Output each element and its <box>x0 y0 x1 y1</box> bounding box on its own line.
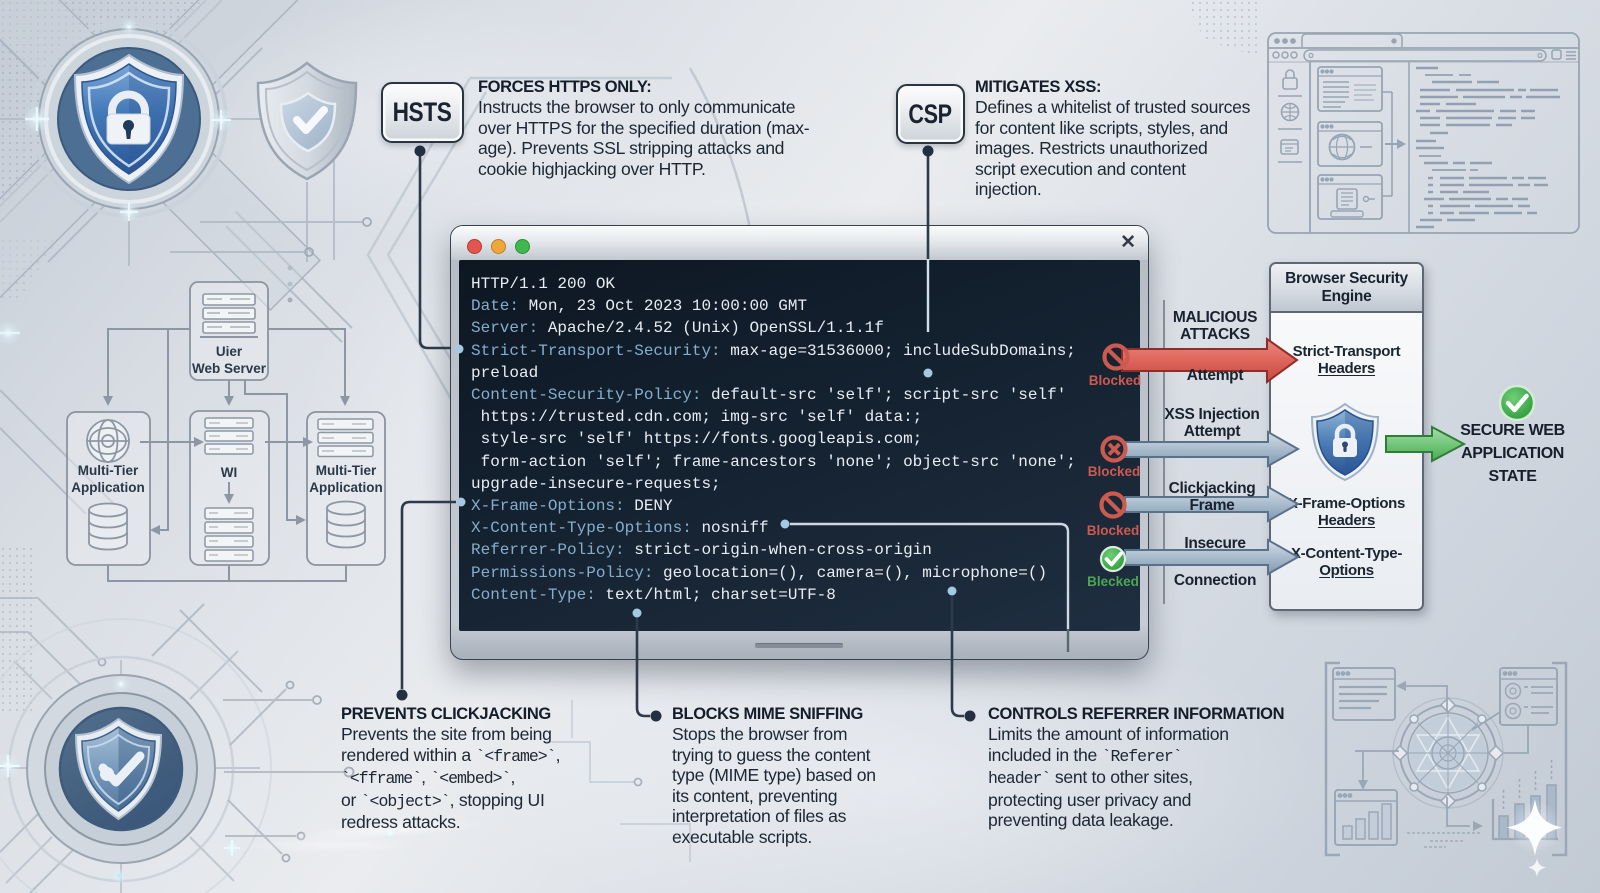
svg-text:Blocked: Blocked <box>1088 464 1141 479</box>
svg-text:WI: WI <box>221 465 238 480</box>
svg-text:Application: Application <box>309 480 383 495</box>
svg-text:Blecked: Blecked <box>1087 574 1139 589</box>
svg-text:Multi-Tier: Multi-Tier <box>78 463 139 478</box>
svg-text:Blocked: Blocked <box>1087 523 1140 538</box>
svg-text:Uier: Uier <box>216 344 243 359</box>
svg-text:Application: Application <box>71 480 145 495</box>
svg-text:Web Server: Web Server <box>192 361 267 376</box>
svg-text:Blocked: Blocked <box>1089 373 1142 388</box>
svg-text:Multi-Tier: Multi-Tier <box>316 463 377 478</box>
